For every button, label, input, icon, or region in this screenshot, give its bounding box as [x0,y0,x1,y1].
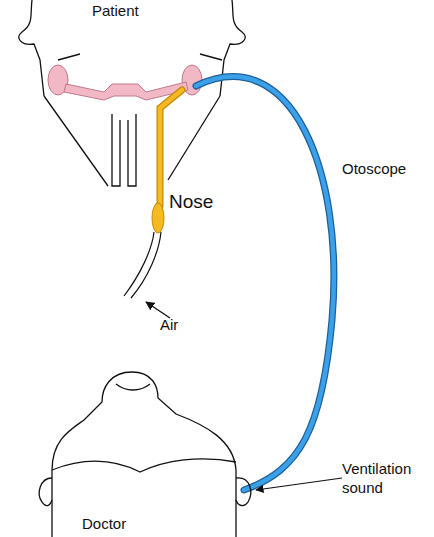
part-label: Nose [167,190,215,214]
part-label: Air [158,316,180,335]
doctor-head [39,372,250,537]
part-label: Doctor [80,515,128,534]
part-label: Otoscope [340,160,408,179]
otoscope-tube [196,77,334,490]
patient-head [19,0,245,186]
part-label: Ventilation sound [340,460,430,498]
leader-line [256,478,342,490]
part-label: Patient [90,2,141,21]
